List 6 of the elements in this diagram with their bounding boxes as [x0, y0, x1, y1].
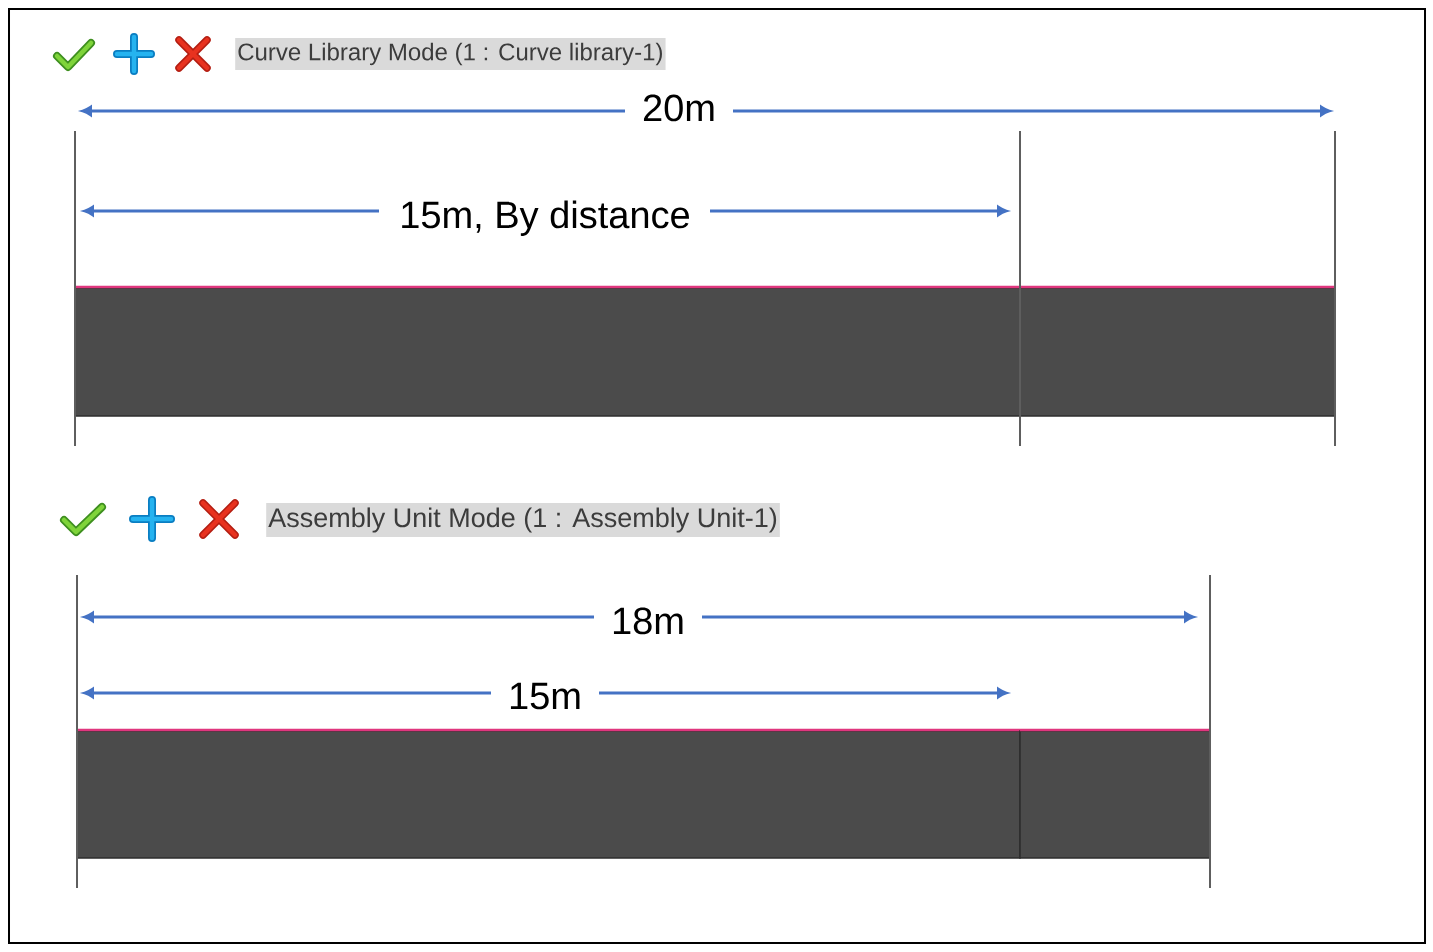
mode-label: Assembly Unit Mode (1 : Assembly Unit-1): [266, 503, 780, 537]
mode-label: Curve Library Mode (1 : Curve library-1): [235, 38, 666, 70]
dimension-label: 15m: [510, 682, 580, 710]
dimension-label: 20m: [643, 94, 714, 122]
dimension-label: 15m, By distance: [402, 200, 689, 236]
dimension-label: 18m: [613, 607, 683, 635]
